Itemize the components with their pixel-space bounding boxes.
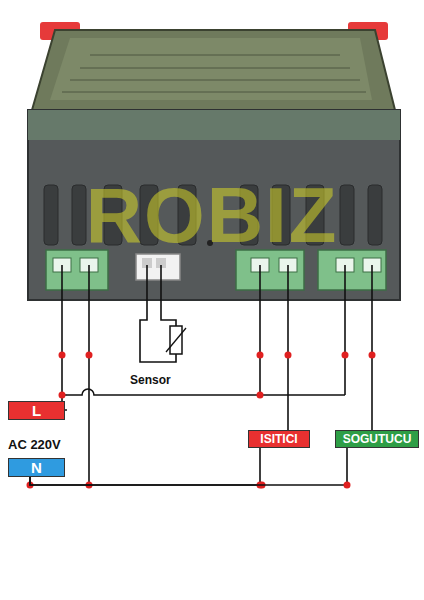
housing-band	[28, 110, 400, 140]
label-plate	[50, 38, 372, 100]
voltage-label: AC 220V	[8, 437, 61, 452]
junction-dot	[27, 352, 376, 489]
box-label: ISITICI	[260, 432, 297, 446]
box-label: SOGUTUCU	[343, 432, 412, 446]
neutral-wire	[30, 448, 264, 489]
watermark: ROBIZ	[86, 170, 339, 261]
wires	[62, 265, 372, 485]
terminal-box: L	[8, 401, 65, 420]
neutral-wire	[30, 448, 351, 489]
terminal-box: ISITICI	[248, 430, 310, 448]
box-label: L	[32, 402, 41, 419]
terminal-box: N	[8, 458, 65, 477]
top-cover	[32, 30, 395, 110]
sensor-label: Sensor	[130, 373, 171, 387]
terminal-box: SOGUTUCU	[335, 430, 419, 448]
thermistor-symbol	[166, 328, 186, 352]
box-label: N	[31, 459, 42, 476]
